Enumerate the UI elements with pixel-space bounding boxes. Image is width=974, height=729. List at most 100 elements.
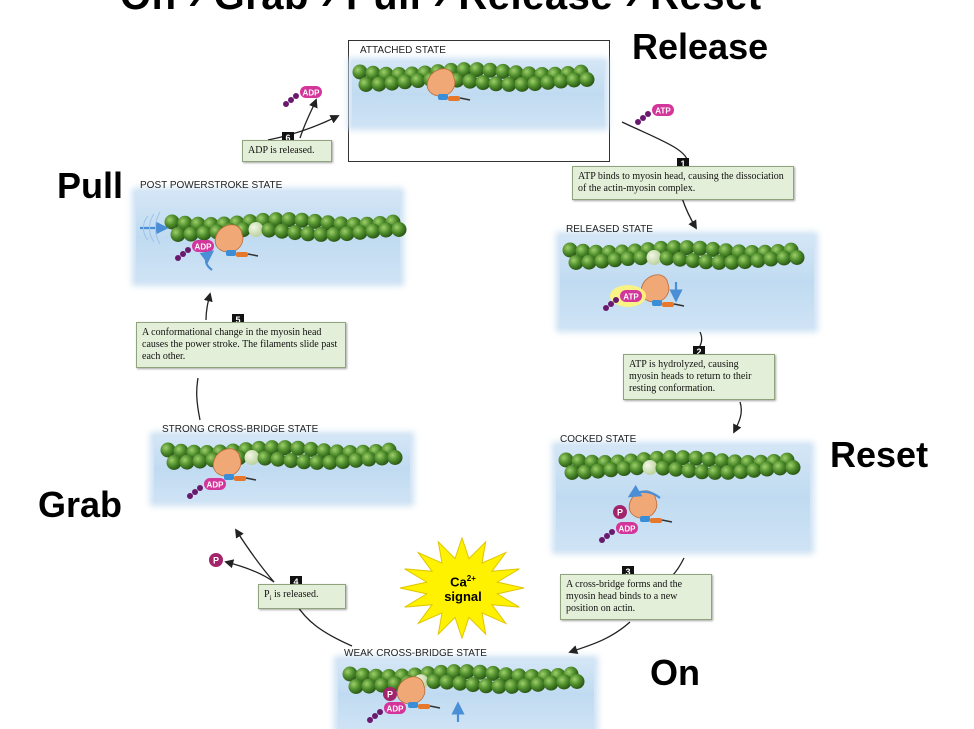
step-6-box: ADP is released. xyxy=(242,140,332,162)
actin-bead xyxy=(281,212,297,228)
stage-word-pull: Pull xyxy=(57,165,124,206)
stage-word-release: Release xyxy=(632,26,769,67)
actin-bead xyxy=(750,252,766,268)
weak-cross-bridge-label: WEAK CROSS-BRIDGE STATE xyxy=(344,648,487,659)
actin-bead xyxy=(491,678,507,694)
actin-bead xyxy=(733,464,749,480)
actin-bead xyxy=(746,462,762,478)
atp-incoming: ATP xyxy=(635,104,674,125)
adp-strong: ADP xyxy=(187,478,226,499)
actin-filament xyxy=(342,664,585,694)
calcium-ion: Ca xyxy=(450,574,467,590)
actin-bead xyxy=(352,64,368,80)
atp-bound: ATP xyxy=(603,285,646,311)
actin-bead xyxy=(495,63,511,79)
actin-bead xyxy=(759,461,775,477)
myosin-cocked xyxy=(628,490,673,523)
myosin-head xyxy=(396,676,426,705)
released-state-label: RELEASED STATE xyxy=(566,224,653,235)
actin-bead xyxy=(309,454,325,470)
nucleotide-label: ADP xyxy=(195,243,213,252)
adp-released: ADP xyxy=(283,86,322,107)
nucleotide-pill xyxy=(652,104,674,116)
actin-bead xyxy=(488,76,504,92)
actin-bead xyxy=(659,250,675,266)
actin-bead xyxy=(391,222,407,238)
actin-bead xyxy=(508,65,524,81)
actin-bead xyxy=(472,664,488,680)
actin-bead xyxy=(620,251,636,267)
attached-state-label: ATTACHED STATE xyxy=(360,45,446,56)
phosphate-dot xyxy=(180,251,186,257)
nucleotide-label: ATP xyxy=(655,107,671,116)
actin-bead xyxy=(675,450,691,466)
actin-bead xyxy=(590,463,606,479)
actin-bead xyxy=(274,223,290,239)
actin-bead xyxy=(287,225,303,241)
actin-bead xyxy=(166,455,182,470)
actin-bead xyxy=(303,441,319,457)
actin-bead xyxy=(358,77,374,92)
actin-bead xyxy=(482,62,498,78)
phosphate-dot xyxy=(185,247,191,253)
actin-bead xyxy=(387,450,403,466)
step-3-box: A cross-bridge forms and the myosin head… xyxy=(560,574,712,620)
actin-bead xyxy=(714,453,730,469)
nucleotide-pill xyxy=(616,522,638,534)
phosphate-label: P xyxy=(617,508,623,518)
actin-bead xyxy=(633,250,649,266)
actin-filament xyxy=(352,62,595,92)
actin-filament xyxy=(558,450,801,480)
myosin-light-chain xyxy=(652,300,662,306)
strong-cross-bridge-label: STRONG CROSS-BRIDGE STATE xyxy=(162,424,319,435)
actin-bead xyxy=(397,74,413,90)
actin-bead xyxy=(294,212,310,228)
myosin-neck xyxy=(448,96,460,101)
myosin-neck xyxy=(650,518,662,523)
step-6-text: ADP is released. xyxy=(248,145,315,156)
actin-bead xyxy=(410,73,426,89)
actin-bead xyxy=(361,451,377,467)
phosphate-dot xyxy=(187,493,193,499)
myosin-strong xyxy=(212,448,257,481)
actin-bead xyxy=(348,452,364,468)
actin-binding-site xyxy=(642,460,658,476)
nucleotide-label: ADP xyxy=(387,705,405,714)
actin-bead xyxy=(371,76,387,92)
calcium-signal-label: Ca2+ signal xyxy=(436,574,490,604)
phosphate-dot xyxy=(192,489,198,495)
actin-bead xyxy=(170,227,186,242)
actin-bead xyxy=(462,73,478,89)
phosphate-dot xyxy=(640,115,646,121)
step-4-subscript: i xyxy=(269,594,272,602)
actin-bead xyxy=(160,442,176,458)
actin-bead xyxy=(322,454,338,470)
phosphate-cocked: P xyxy=(613,505,627,519)
actin-bead xyxy=(290,440,306,456)
nucleotide-pill xyxy=(204,478,226,490)
phosphate-dot xyxy=(645,111,651,117)
actin-binding-site xyxy=(244,450,260,466)
actin-bead xyxy=(629,460,645,476)
actin-bead xyxy=(485,665,501,681)
actin-bead xyxy=(283,453,299,469)
actin-bead xyxy=(711,254,727,270)
myosin-light-chain xyxy=(224,474,234,480)
phosphate-dot xyxy=(603,305,609,311)
actin-bead xyxy=(763,251,779,267)
myosin-tail xyxy=(429,705,441,709)
actin-bead xyxy=(296,454,312,470)
phosphate-dot xyxy=(377,709,383,715)
stage-word-grab: Grab xyxy=(38,484,123,525)
actin-bead xyxy=(558,452,574,468)
step-5-text: A conformational change in the myosin he… xyxy=(142,327,338,362)
stage-word-reset: Reset xyxy=(830,434,929,475)
actin-bead xyxy=(270,451,286,467)
calcium-charge: 2+ xyxy=(466,574,476,583)
actin-bead xyxy=(672,251,688,267)
myosin-neck xyxy=(234,476,246,481)
actin-bead xyxy=(361,678,377,694)
myosin-light-chain xyxy=(226,250,236,256)
actin-bead xyxy=(655,460,671,476)
actin-bead xyxy=(707,464,723,480)
